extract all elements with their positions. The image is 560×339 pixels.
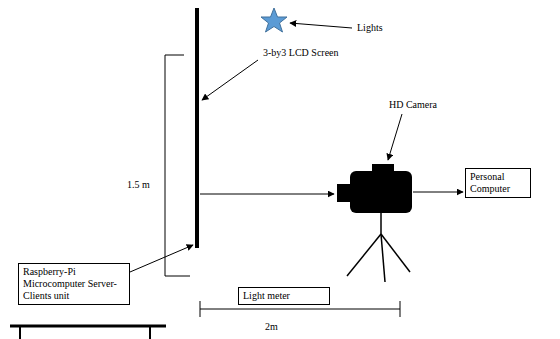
lcd-screen	[195, 8, 199, 248]
view-arrow	[200, 194, 334, 195]
output-arrow	[413, 192, 463, 193]
height-bracket	[165, 55, 190, 276]
table-leg	[19, 326, 21, 339]
camera-lens	[337, 184, 351, 202]
camera-body	[350, 171, 412, 213]
table-leg	[149, 326, 151, 339]
text-box: Light meter	[238, 287, 330, 305]
leader-line	[388, 114, 402, 160]
box-text: Raspberry-Pi Microcomputer Server- Clien…	[23, 266, 125, 302]
diagram-label: 1.5 m	[126, 179, 151, 191]
box-text: Light meter	[243, 290, 325, 302]
text-box: Personal Computer	[465, 168, 531, 198]
signal-arrow	[130, 245, 193, 272]
leader-line	[202, 60, 258, 100]
tripod	[347, 213, 410, 282]
text-box: Raspberry-Pi Microcomputer Server- Clien…	[18, 263, 130, 305]
leader-line	[290, 23, 352, 28]
diagram-label: HD Camera	[388, 99, 438, 111]
diagram-label: Lights	[356, 22, 384, 34]
diagram-label: 3-by3 LCD Screen	[262, 47, 340, 59]
light-star	[261, 8, 287, 32]
diagram-label: 2m	[264, 321, 279, 333]
table-top	[10, 325, 166, 328]
box-text: Personal Computer	[470, 171, 526, 195]
